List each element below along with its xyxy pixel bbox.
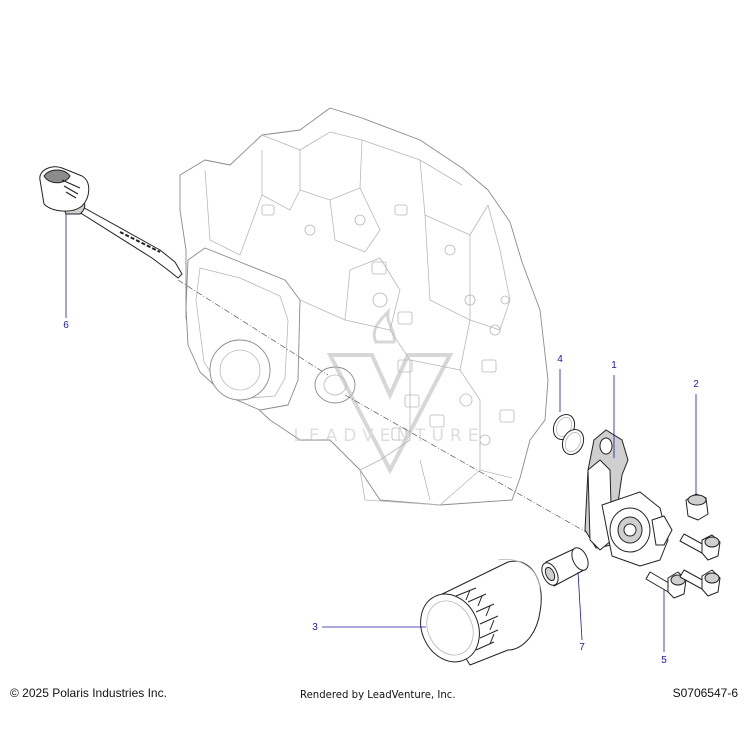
o-rings	[552, 413, 585, 456]
callout-5: 5	[661, 590, 667, 666]
mounting-bolts	[645, 533, 721, 599]
callout-7: 7	[577, 571, 585, 653]
oil-filter	[420, 558, 542, 666]
callout-6: 6	[63, 214, 69, 331]
oil-filter-adapter	[584, 429, 673, 567]
filter-nipple	[541, 547, 589, 587]
engine-crankcase	[179, 107, 549, 506]
watermark-text: LEADVENTURE	[293, 426, 484, 446]
callout-4: 4	[557, 354, 563, 412]
callout-2: 2	[693, 379, 699, 495]
diagram-id: S0706547-6	[672, 686, 738, 700]
callout-7-number: 7	[579, 642, 585, 653]
rendered-by-notice: Rendered by LeadVenture, Inc.	[300, 688, 456, 701]
drain-plug	[685, 493, 709, 521]
callout-4-number: 4	[557, 354, 563, 365]
callout-3: 3	[312, 622, 426, 633]
callout-2-number: 2	[693, 379, 699, 390]
copyright-notice: © 2025 Polaris Industries Inc.	[10, 686, 167, 700]
callout-3-number: 3	[312, 622, 318, 633]
dipstick	[39, 166, 183, 279]
assembly-centerlines	[177, 279, 601, 541]
leadventure-watermark: LEADVENTURE	[293, 307, 484, 475]
callout-1-number: 1	[611, 360, 617, 371]
callout-5-number: 5	[661, 655, 667, 666]
callout-6-number: 6	[63, 320, 69, 331]
callout-1: 1	[611, 360, 617, 458]
callout-labels: 1 2 3 4 5 6 7	[63, 214, 699, 666]
